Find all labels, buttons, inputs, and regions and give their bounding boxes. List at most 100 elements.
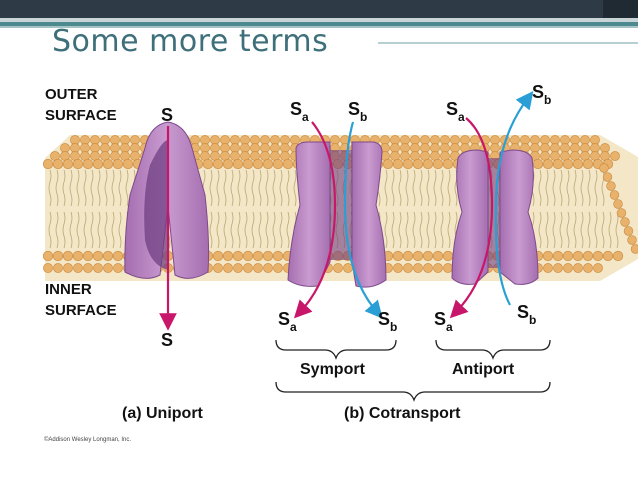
lipid-tail <box>76 211 80 249</box>
lipid-head <box>623 226 634 236</box>
lipid-head <box>442 250 454 262</box>
lipid-head <box>232 158 244 170</box>
lipid-tail <box>258 169 262 207</box>
lipid-head <box>562 250 574 262</box>
lipid-head <box>572 250 584 262</box>
lipid-head <box>582 158 594 170</box>
lipid-tail <box>111 211 115 249</box>
lipid-head <box>583 263 593 273</box>
lipid-head <box>252 250 264 262</box>
uniport-s-bottom: S <box>161 330 173 350</box>
lipid-head <box>552 250 564 262</box>
lipid-tail <box>615 211 619 249</box>
lipid-head <box>422 250 434 262</box>
lipid-head <box>392 158 404 170</box>
lipid-head <box>72 158 84 170</box>
lipid-tail <box>426 169 430 207</box>
title-underline <box>378 42 638 44</box>
lipid-head <box>102 158 114 170</box>
lipid-head <box>282 158 294 170</box>
lipid-tail <box>286 169 290 207</box>
lipid-tail <box>594 169 598 207</box>
lipid-head <box>630 244 638 254</box>
lipid-tail <box>97 169 101 207</box>
lipid-tail <box>398 211 402 249</box>
lipid-tail <box>433 169 437 207</box>
lipid-tail <box>384 211 388 249</box>
lipid-head <box>42 250 54 262</box>
lipid-tail <box>594 211 598 249</box>
lipid-tail <box>118 211 122 249</box>
lipid-tail <box>405 211 409 249</box>
lipid-head <box>272 250 284 262</box>
lipid-tail <box>69 169 73 207</box>
lipid-tail <box>398 169 402 207</box>
lipid-head <box>599 163 609 173</box>
lipid-head <box>442 158 454 170</box>
lipid-tail <box>580 169 584 207</box>
lipid-head <box>432 158 444 170</box>
slide-title: Some more terms <box>52 24 329 59</box>
lipid-head <box>613 199 623 209</box>
lipid-tail <box>251 169 255 207</box>
lipid-head <box>333 263 343 273</box>
lipid-head <box>242 250 254 262</box>
lipid-head <box>63 263 73 273</box>
antiport-label: Antiport <box>452 361 515 378</box>
lipid-head <box>103 263 113 273</box>
lipid-tail <box>447 211 451 249</box>
lipid-head <box>43 263 53 273</box>
uniport-s-top: S <box>161 105 173 125</box>
lipid-head <box>602 172 613 182</box>
lipid-head <box>532 158 544 170</box>
lipid-head <box>233 263 243 273</box>
lipid-tail <box>76 169 80 207</box>
header-rule-teal <box>0 22 638 26</box>
lipid-head <box>243 263 253 273</box>
lipid-tail <box>83 169 87 207</box>
symport-sb-arrow <box>343 121 383 319</box>
lipid-tail <box>237 169 241 207</box>
lipid-head <box>610 151 620 161</box>
copyright-note: ©Addison Wesley Longman, Inc. <box>44 436 131 443</box>
outer-label-1: OUTER <box>45 86 98 103</box>
lipid-head <box>42 158 54 170</box>
lipid-tail <box>223 169 227 207</box>
lipid-head <box>112 158 124 170</box>
lipid-tail <box>587 169 591 207</box>
lipid-tail <box>244 211 248 249</box>
lipid-head <box>562 158 574 170</box>
lipid-tail <box>426 211 430 249</box>
lipid-head <box>412 250 424 262</box>
lipid-tail <box>216 211 220 249</box>
lipid-tail <box>90 169 94 207</box>
lipid-tail <box>286 211 290 249</box>
lipid-head <box>572 158 584 170</box>
lipid-head <box>262 158 274 170</box>
lipid-tail <box>272 169 276 207</box>
lipid-head <box>82 158 94 170</box>
outer-label-2: SURFACE <box>45 107 117 124</box>
lipid-tail <box>391 211 395 249</box>
top-bar-accent <box>603 0 638 18</box>
lipid-tail <box>447 169 451 207</box>
lipid-head <box>202 158 214 170</box>
lipid-tail <box>209 211 213 249</box>
lipid-head <box>343 263 353 273</box>
lipid-head <box>252 158 264 170</box>
lipid-tail <box>608 211 612 249</box>
lipid-head <box>582 250 594 262</box>
lipid-head <box>92 158 104 170</box>
lipid-tail <box>48 211 52 249</box>
lipid-tail <box>566 169 570 207</box>
lipid-head <box>592 250 604 262</box>
lipid-head <box>627 235 637 245</box>
symport-protein <box>287 141 387 288</box>
antiport-sa-top: Sa <box>446 99 465 124</box>
lipid-head <box>262 250 274 262</box>
lipid-tail <box>111 169 115 207</box>
lipid-head <box>222 250 234 262</box>
antiport-sb-top: Sb <box>532 82 551 107</box>
lipid-head <box>52 250 64 262</box>
symport-sb-top: Sb <box>348 99 367 124</box>
